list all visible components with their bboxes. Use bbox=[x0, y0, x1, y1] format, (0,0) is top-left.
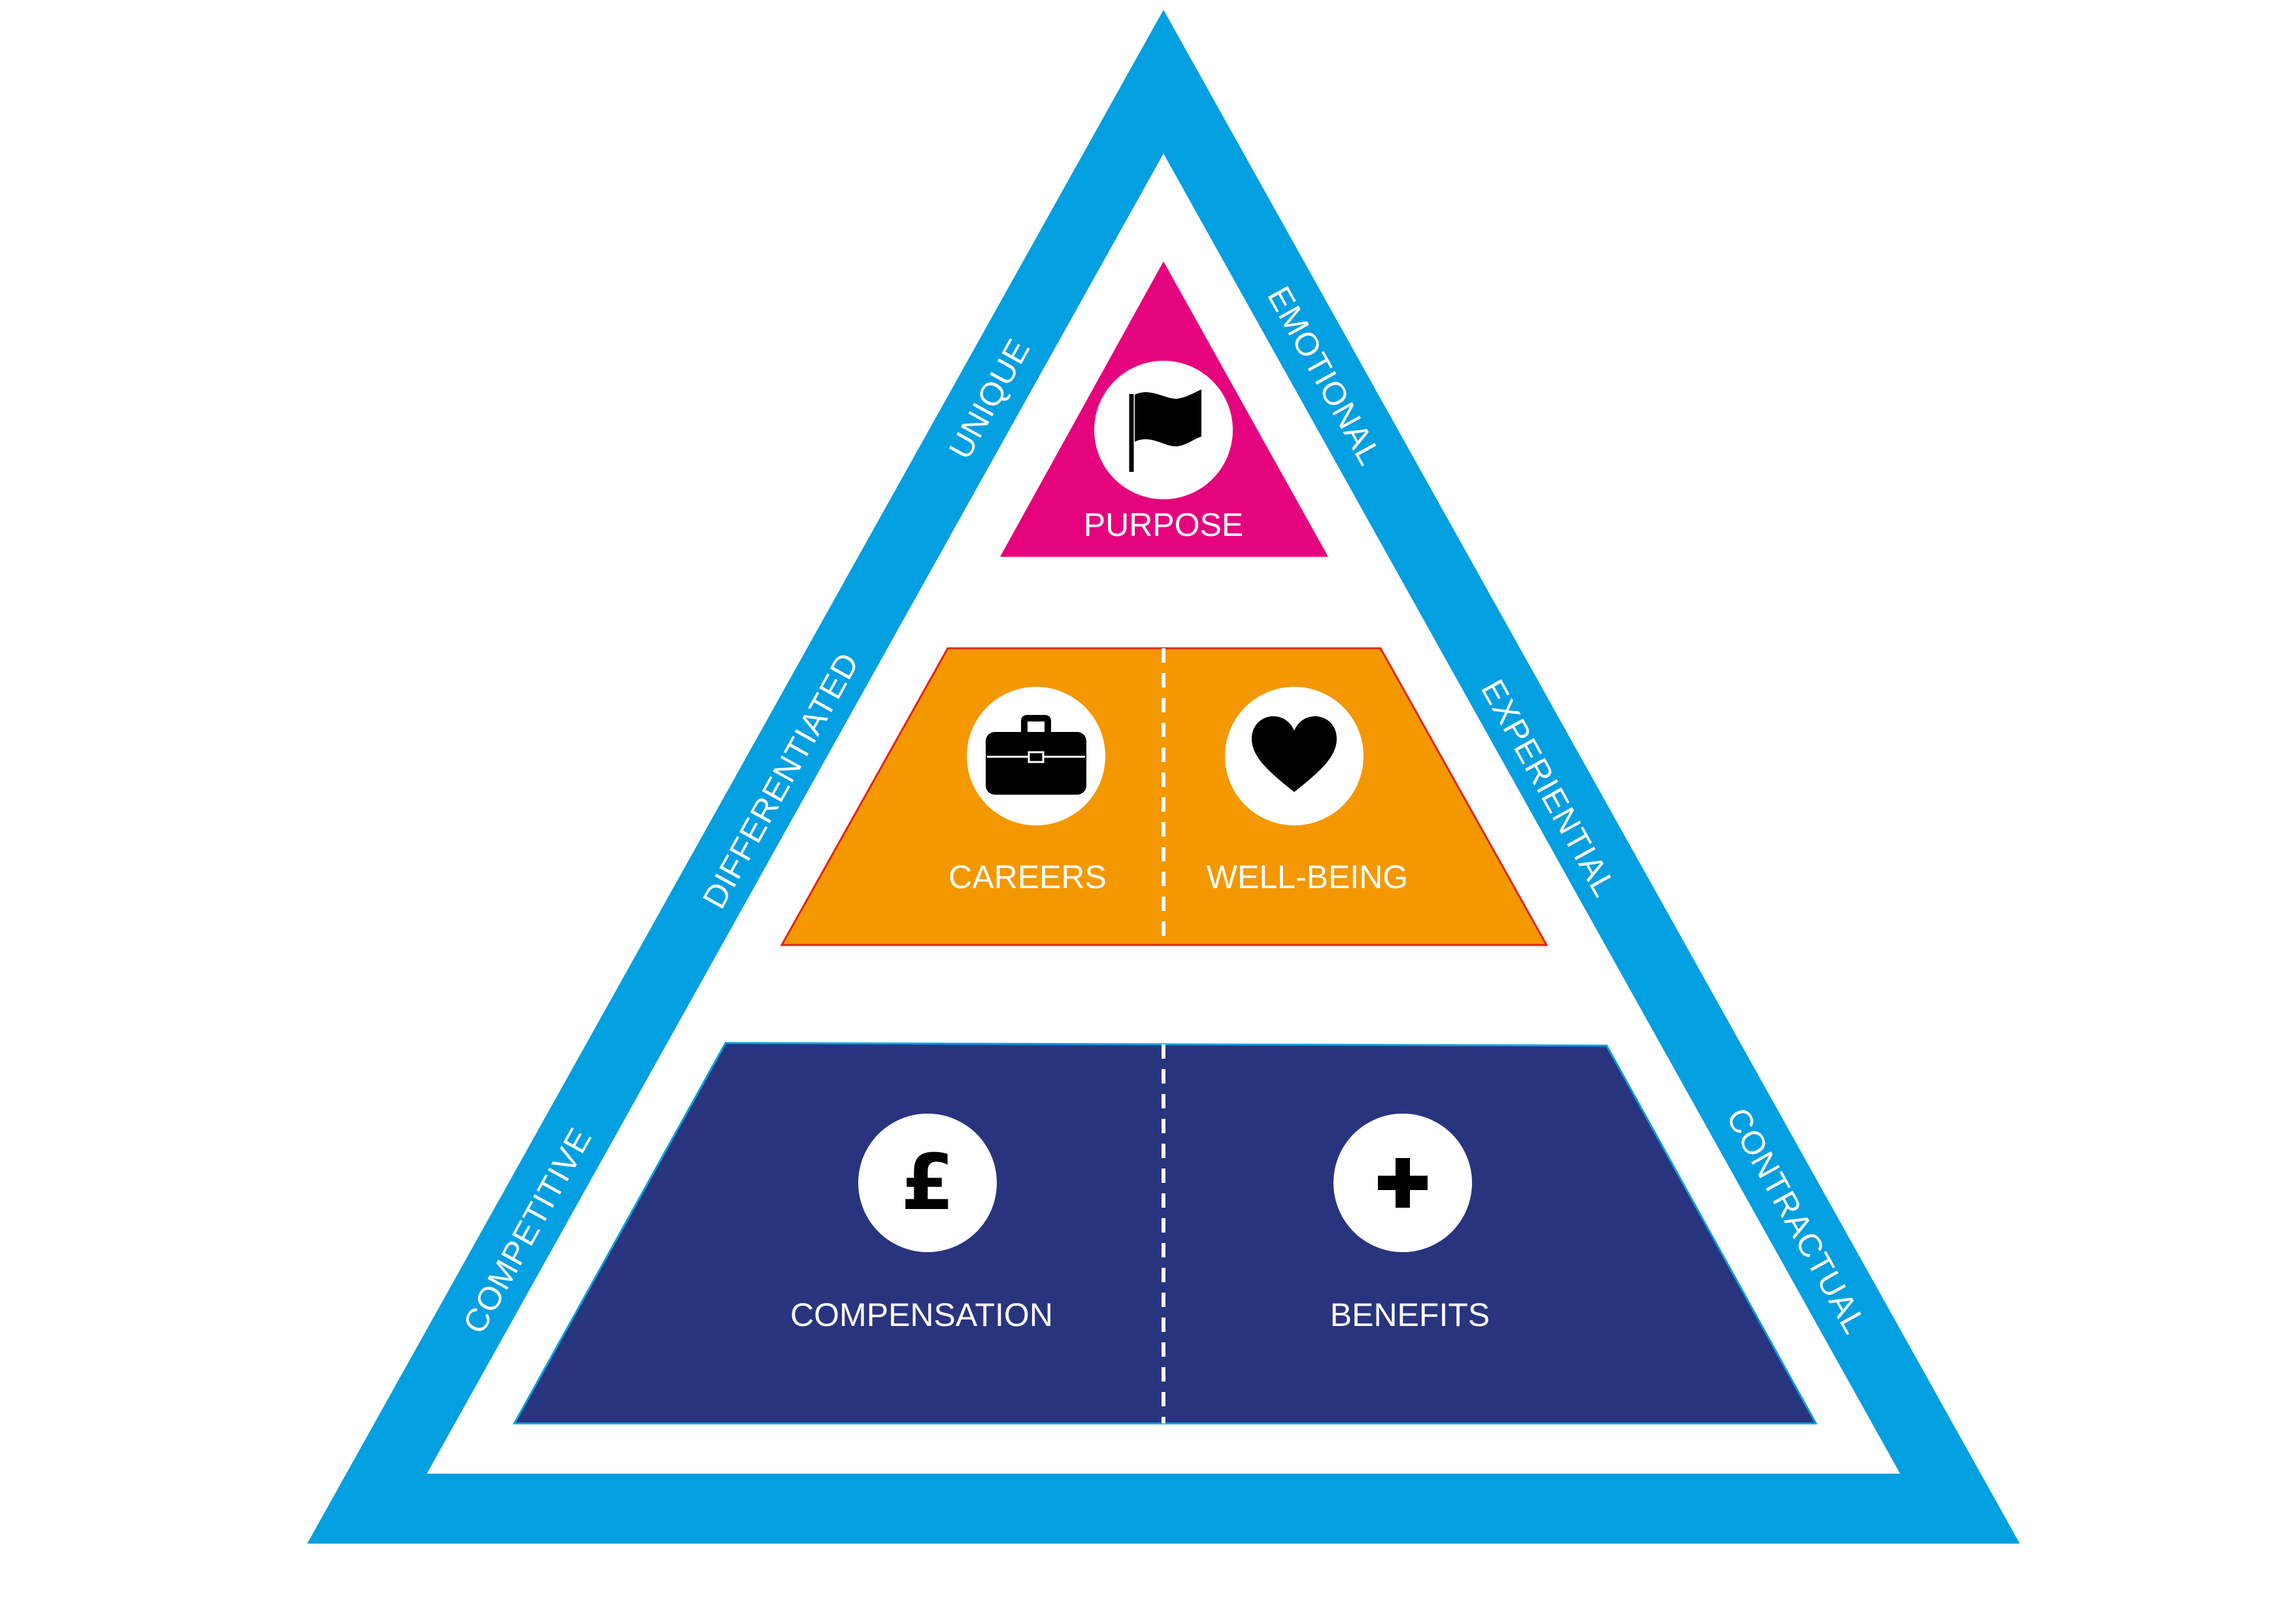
compensation-label: COMPENSATION bbox=[790, 1297, 1053, 1333]
bottom-tier bbox=[512, 1042, 1818, 1425]
pound-sign-glyph: £ bbox=[901, 1137, 954, 1227]
careers-label: CAREERS bbox=[948, 859, 1107, 895]
purpose-label: PURPOSE bbox=[1084, 506, 1244, 543]
flag-icon bbox=[1094, 361, 1233, 499]
well-being-label: WELL-BEING bbox=[1207, 859, 1408, 895]
briefcase-icon bbox=[967, 687, 1105, 825]
pound-sign-icon: £ bbox=[858, 1114, 997, 1252]
heart-icon bbox=[1225, 687, 1364, 825]
middle-tier bbox=[780, 647, 1548, 946]
benefits-label: BENEFITS bbox=[1330, 1297, 1490, 1333]
plus-icon bbox=[1333, 1114, 1472, 1252]
